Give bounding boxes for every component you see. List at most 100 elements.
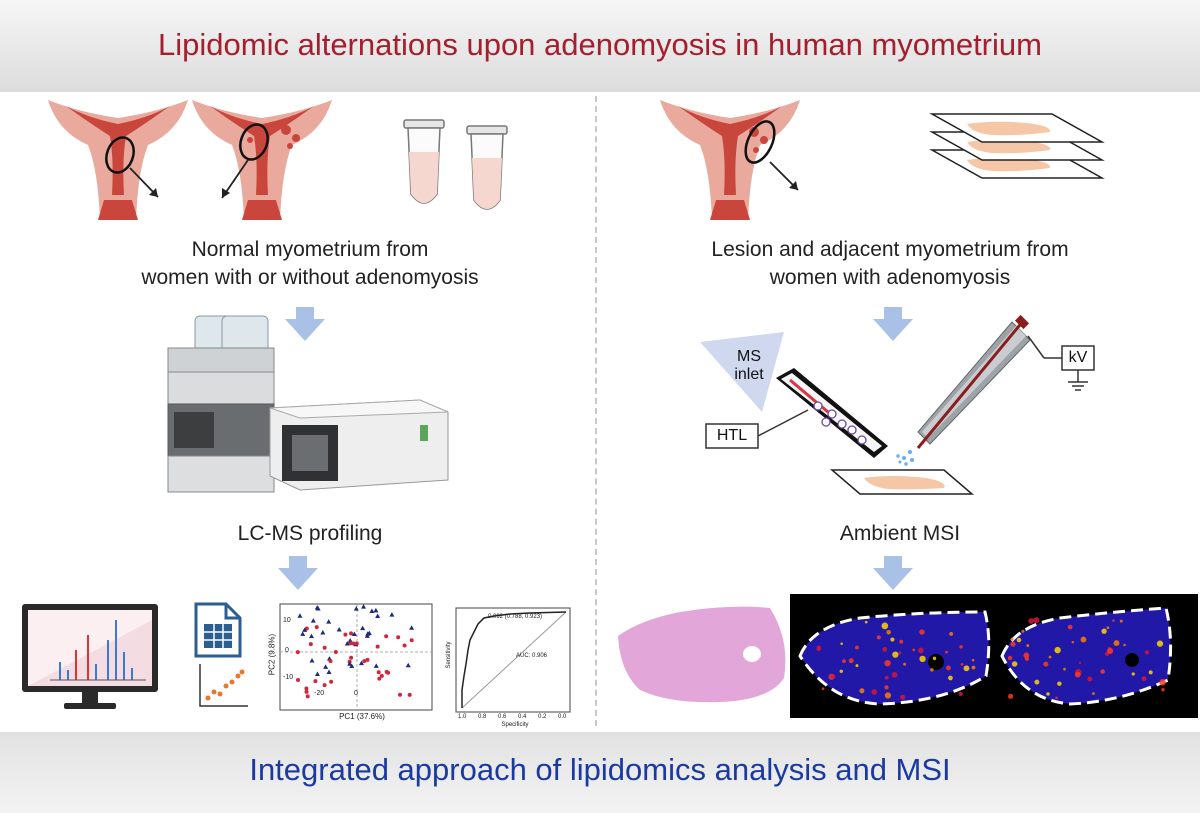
- msi-hotspot: [1016, 637, 1022, 643]
- msi-hotspot: [918, 647, 924, 654]
- msi-hotspot: [1074, 671, 1081, 678]
- msi-hotspot: [892, 651, 899, 658]
- pca-point-blue: [336, 627, 342, 632]
- he-tissue-image: [618, 606, 786, 703]
- capillary-tube-icon: [776, 368, 888, 458]
- msi-hotspot: [1007, 655, 1013, 661]
- roc-tick-x: 0.2: [538, 714, 547, 720]
- msi-hotspot: [919, 629, 925, 635]
- msi-hotspot: [848, 658, 854, 664]
- pca-point-red: [349, 655, 354, 660]
- ms-inlet-label: MS inlet: [724, 348, 774, 384]
- msi-hotspot: [1028, 618, 1034, 624]
- pca-point-red: [379, 673, 384, 678]
- msi-hotspot: [884, 659, 891, 667]
- msi-hotspot: [830, 673, 836, 679]
- pca-point-blue: [351, 631, 357, 637]
- pca-point-red: [314, 625, 319, 630]
- msi-hotspot: [855, 645, 859, 650]
- flow-arrow-icon: [285, 307, 325, 341]
- pca-point-red: [375, 644, 380, 649]
- pca-point-red: [365, 657, 370, 662]
- msi-hotspot: [876, 635, 881, 640]
- lcms-instrument-icon: [167, 315, 449, 493]
- msi-hotspot: [1087, 676, 1093, 682]
- msi-hotspot: [881, 622, 889, 630]
- msi-hotspot: [886, 629, 891, 635]
- pca-point-red: [398, 692, 403, 697]
- uterus-normal-icon: [48, 100, 188, 220]
- flow-arrow-icon: [873, 307, 913, 341]
- left-caption: Normal myometrium from women with or wit…: [100, 236, 520, 292]
- msi-hotspot: [1023, 652, 1030, 659]
- pca-plot: [279, 603, 433, 711]
- msi-hotspot: [1054, 646, 1061, 654]
- roc-tick-x: 0.0: [558, 714, 567, 720]
- msi-hotspot: [1141, 676, 1147, 682]
- msi-hotspot: [884, 685, 889, 690]
- kv-box: [1061, 345, 1095, 371]
- msi-hotspot: [1048, 655, 1052, 659]
- msi-hotspot: [971, 665, 976, 670]
- lcms-label: LC-MS profiling: [237, 522, 383, 545]
- pca-point-blue: [309, 658, 315, 663]
- msi-hotspot: [1145, 650, 1150, 655]
- pca-tick-x: -20: [314, 690, 325, 697]
- sample-tube-icon: [403, 119, 445, 204]
- msi-hotspot: [971, 658, 975, 662]
- msi-hotspot: [1046, 692, 1050, 696]
- msi-hotspot: [1010, 637, 1014, 641]
- sample-slide-icon: [829, 469, 975, 495]
- left-caption-line1: Normal myometrium from: [191, 238, 429, 261]
- msi-hotspot: [839, 669, 843, 674]
- pca-point-red: [333, 650, 338, 655]
- spray-emitter-icon: [896, 314, 1031, 466]
- roc-curve-line: [461, 611, 567, 708]
- msi-hotspot: [1057, 681, 1062, 686]
- monitor-chart-icon: [22, 604, 158, 709]
- pca-point-red: [376, 670, 381, 675]
- msi-hotspot: [890, 637, 895, 642]
- msi-hotspot: [1131, 672, 1135, 676]
- pca-point-blue: [373, 663, 379, 668]
- header-band: [0, 0, 1200, 92]
- msi-hotspot: [1161, 687, 1165, 692]
- msi-hotspot: [855, 664, 859, 668]
- msi-hotspot: [1101, 628, 1107, 634]
- right-caption-line2: women with adenomyosis: [769, 266, 1011, 289]
- pca-point-blue: [302, 627, 308, 632]
- msi-hotspot: [930, 668, 934, 672]
- pca-point-red: [407, 692, 412, 697]
- roc-tick-x: 0.4: [518, 714, 527, 720]
- msi-hotspot: [1071, 640, 1075, 644]
- msi-hotspot: [945, 650, 948, 654]
- msi-hotspot: [898, 651, 902, 655]
- uterus-adenomyosis-icon: [192, 100, 332, 220]
- pca-point-blue: [349, 663, 355, 669]
- pca-point-blue: [364, 633, 370, 638]
- pca-point-red: [295, 650, 300, 655]
- pca-point-red: [305, 694, 310, 699]
- roc-tick-x: 0.6: [498, 714, 507, 720]
- msi-hotspot: [1156, 640, 1164, 647]
- left-caption-line2: women with or without adenomyosis: [141, 266, 479, 289]
- page-title: Lipidomic alternations upon adenomyosis …: [158, 27, 1042, 62]
- msi-hotspot: [816, 645, 821, 650]
- pca-point-blue: [366, 630, 372, 636]
- roc-point-label: 0.092 (0.788, 0.923): [488, 614, 543, 620]
- msi-hotspot: [884, 675, 889, 680]
- pca-point-blue: [297, 613, 303, 618]
- flow-arrow-icon: [278, 556, 318, 590]
- msi-hotspot: [912, 648, 916, 652]
- pca-point-blue: [347, 637, 353, 643]
- pca-point-blue: [405, 662, 411, 668]
- pca-point-red: [409, 638, 414, 643]
- msi-hotspot: [949, 631, 954, 636]
- tissue-slides-icon: [931, 113, 1103, 179]
- pca-point-blue: [358, 660, 364, 666]
- pca-point-red: [328, 659, 333, 664]
- msi-hotspot: [821, 687, 825, 691]
- pca-point-blue: [369, 608, 375, 614]
- msi-hotspot: [1080, 636, 1087, 643]
- pca-point-red: [377, 676, 382, 681]
